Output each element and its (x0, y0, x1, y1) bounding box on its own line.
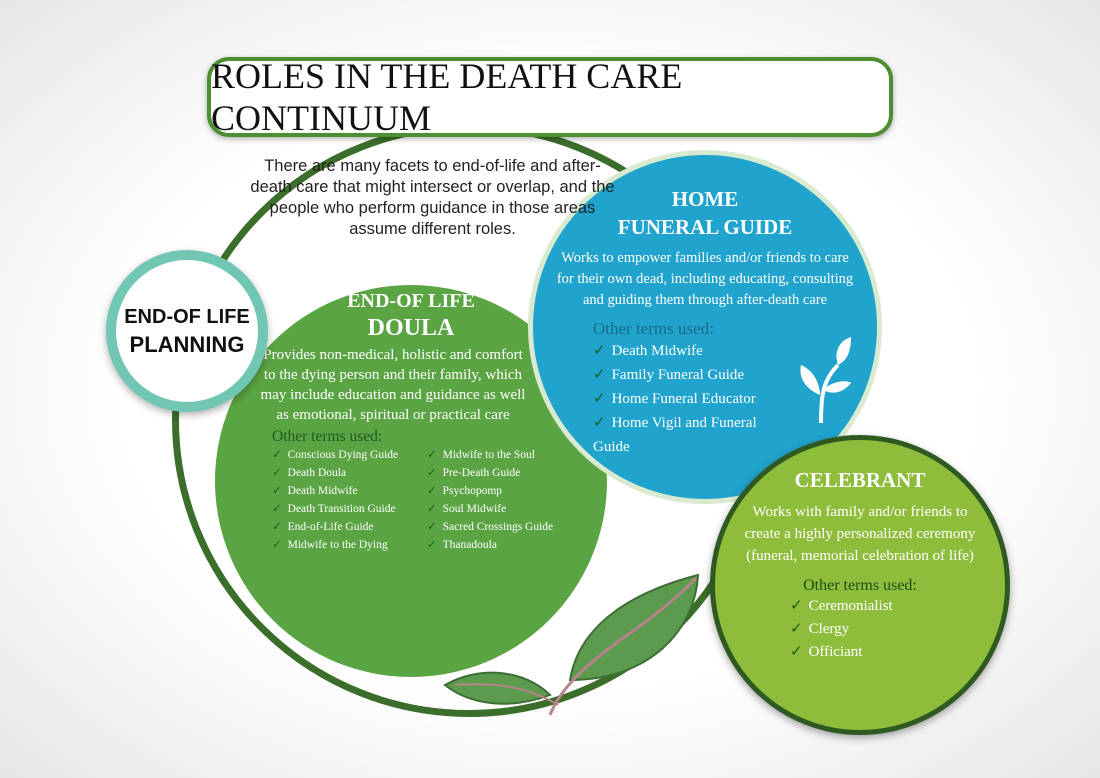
term-item: ✓ Conscious Dying Guide (272, 446, 427, 464)
page-title: ROLES IN THE DEATH CARE CONTINUUM (207, 56, 893, 138)
term-label: Thanadoula (442, 539, 497, 551)
term-item: ✓ Death Transition Guide (272, 500, 427, 518)
doula-heading-2: DOULA (367, 315, 455, 341)
celebrant-other-label: Other terms used: (803, 577, 917, 594)
check-icon: ✓ (427, 485, 437, 497)
term-label: Death Midwife (611, 343, 703, 359)
check-icon: ✓ (427, 503, 437, 515)
term-item: ✓ End-of-Life Guide (272, 518, 427, 536)
home-funeral-circle: HOME FUNERAL GUIDE Works to empower fami… (528, 150, 882, 504)
term-label: Conscious Dying Guide (287, 449, 399, 461)
check-icon: ✓ (790, 644, 803, 660)
check-icon: ✓ (790, 598, 803, 614)
check-icon: ✓ (427, 539, 437, 551)
term-label: Sacred Crossings Guide (442, 521, 554, 533)
check-icon: ✓ (593, 415, 606, 431)
celebrant-circle: CELEBRANT Works with family and/or frien… (710, 435, 1010, 735)
term-label: Home Funeral Educator (611, 391, 756, 407)
planning-line-2: PLANNING (129, 332, 245, 357)
check-icon: ✓ (427, 449, 437, 461)
doula-circle: END-OF LIFE DOULA Provides non-medical, … (215, 285, 607, 677)
term-label: Death Doula (287, 467, 347, 479)
doula-description: Provides non-medical, holistic and comfo… (260, 347, 526, 423)
term-item: ✓ Clergy (790, 618, 1005, 641)
term-item: ✓ Pre-Death Guide (427, 464, 553, 482)
term-item: ✓ Death Midwife (272, 482, 427, 500)
term-item: ✓ Psychopomp (427, 482, 553, 500)
term-item: ✓ Death Doula (272, 464, 427, 482)
home-description: Works to empower families and/or friends… (556, 250, 854, 308)
term-item: ✓ Thanadoula (427, 536, 553, 554)
term-item: ✓ Sacred Crossings Guide (427, 518, 553, 536)
check-icon: ✓ (272, 503, 282, 515)
celebrant-heading: CELEBRANT (794, 468, 926, 492)
term-label: Death Midwife (287, 485, 358, 497)
doula-other-label: Other terms used: (272, 428, 383, 445)
intro-text: There are many facets to end-of-life and… (250, 157, 615, 238)
doula-terms-left: ✓ Conscious Dying Guide ✓ Death Doula ✓ Death… (272, 446, 427, 554)
term-label: End-of-Life Guide (287, 521, 374, 533)
term-item: ✓ Ceremonialist (790, 595, 1005, 618)
term-item: ✓ Death Midwife (593, 339, 793, 363)
celebrant-terms: ✓ Ceremonialist ✓ Clergy ✓ Officiant (790, 595, 1005, 664)
term-item: ✓ Midwife to the Soul (427, 446, 553, 464)
term-label: Family Funeral Guide (611, 367, 745, 383)
check-icon: ✓ (272, 485, 282, 497)
term-label: Officiant (808, 644, 863, 660)
sprout-icon (800, 337, 851, 424)
planning-circle: END-OF LIFE PLANNING (106, 250, 268, 412)
term-label: Soul Midwife (442, 503, 507, 515)
check-icon: ✓ (427, 467, 437, 479)
term-label: Midwife to the Dying (287, 539, 388, 551)
term-item: ✓ Midwife to the Dying (272, 536, 427, 554)
home-heading-2: FUNERAL GUIDE (617, 215, 793, 239)
term-label: Clergy (808, 621, 850, 637)
doula-heading-1: END-OF LIFE (347, 290, 475, 312)
check-icon: ✓ (790, 621, 803, 637)
check-icon: ✓ (593, 391, 606, 407)
check-icon: ✓ (593, 367, 606, 383)
check-icon: ✓ (272, 539, 282, 551)
leaves-icon (443, 573, 700, 716)
check-icon: ✓ (272, 467, 282, 479)
check-icon: ✓ (272, 521, 282, 533)
term-item: ✓ Home Funeral Educator (593, 387, 793, 411)
term-item: ✓Home Vigil and Funeral Guide (593, 411, 793, 459)
term-label: Death Transition Guide (287, 503, 396, 515)
planning-line-1: END-OF LIFE (124, 306, 250, 328)
home-heading-1: HOME (671, 187, 739, 211)
term-label: Psychopomp (442, 485, 503, 497)
home-other-label: Other terms used: (593, 319, 714, 338)
term-label: Midwife to the Soul (442, 449, 535, 461)
term-item: ✓ Soul Midwife (427, 500, 553, 518)
term-item: ✓ Officiant (790, 641, 1005, 664)
celebrant-description: Works with family and/or friends to crea… (744, 504, 976, 564)
term-label: Pre-Death Guide (442, 467, 521, 479)
home-terms: ✓Death Midwife✓Family Funeral Guide✓Home… (593, 339, 793, 459)
term-label: Ceremonialist (808, 598, 893, 614)
term-item: ✓ Family Funeral Guide (593, 363, 793, 387)
check-icon: ✓ (272, 449, 282, 461)
doula-terms-right: ✓ Midwife to the Soul ✓ Pre-Death Guide ✓ Psy… (427, 446, 553, 554)
check-icon: ✓ (593, 343, 606, 359)
term-label: Home Vigil and Funeral Guide (593, 415, 757, 455)
check-icon: ✓ (427, 521, 437, 533)
